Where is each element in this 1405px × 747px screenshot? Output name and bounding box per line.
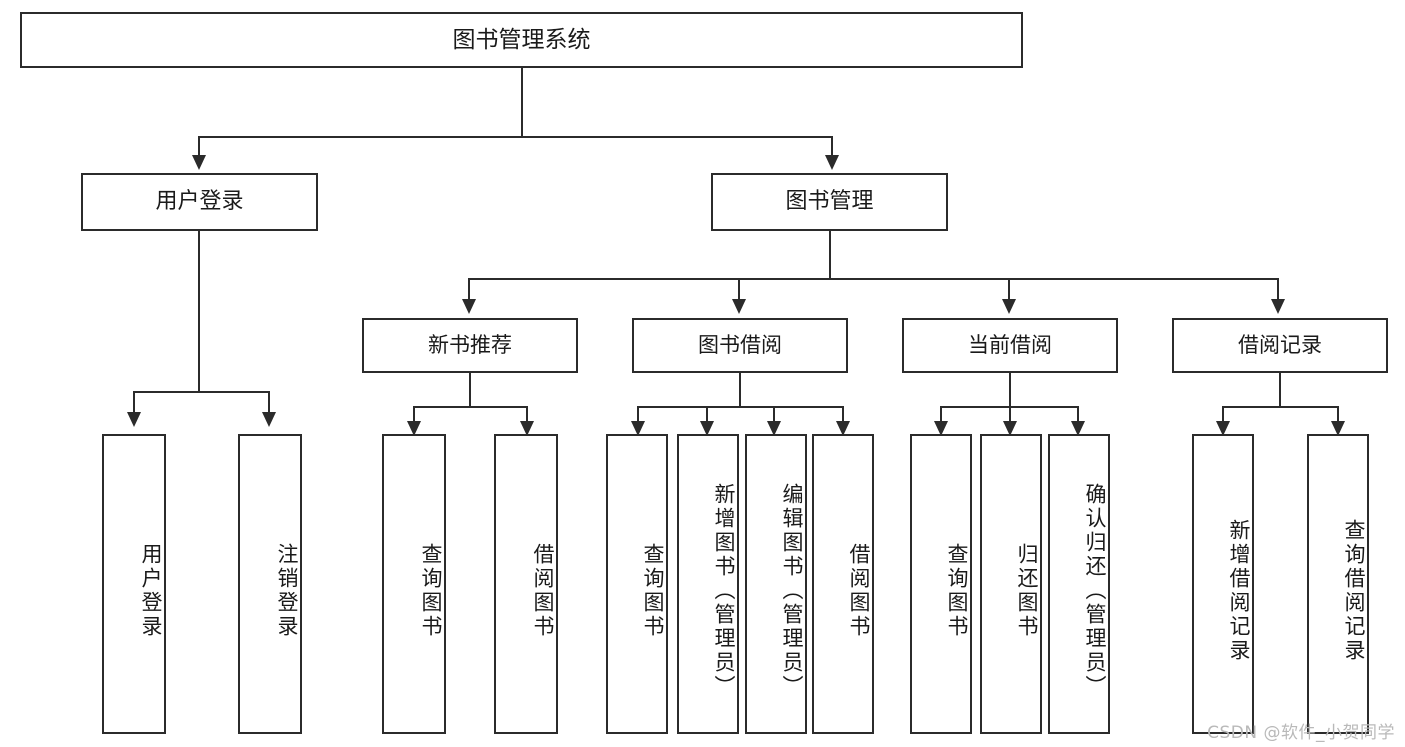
connector-book-management-stem (829, 231, 831, 278)
leaf-current-borrow-return-book[interactable]: 归还图书 (980, 434, 1042, 734)
connector-new-book-bar (413, 406, 528, 408)
arrow-root-to-user-login (192, 155, 206, 170)
leaf-label: 查询借阅记录 (1342, 519, 1366, 663)
arrow-bm-to-current-borrow (1002, 299, 1016, 314)
node-book-borrow[interactable]: 图书借阅 (632, 318, 848, 373)
node-new-book-recommend[interactable]: 新书推荐 (362, 318, 578, 373)
connector-book-borrow-bar (637, 406, 844, 408)
arrow-current-borrow-child-3 (1071, 421, 1085, 436)
arrow-bm-to-book-borrow (732, 299, 746, 314)
connector-book-management-bar (468, 278, 1279, 280)
leaf-label: 注销登录 (275, 543, 299, 639)
node-borrow-record[interactable]: 借阅记录 (1172, 318, 1388, 373)
connector-new-book-stem (469, 373, 471, 406)
arrow-book-borrow-child-3 (767, 421, 781, 436)
node-label: 新书推荐 (428, 333, 512, 358)
node-label: 图书借阅 (698, 333, 782, 358)
node-label: 当前借阅 (968, 333, 1052, 358)
arrow-root-to-book-management (825, 155, 839, 170)
arrow-user-login-child-2 (262, 412, 276, 427)
node-label: 图书管理 (785, 189, 874, 215)
arrow-current-borrow-child-2 (1003, 421, 1017, 436)
arrow-bm-to-borrow-record (1271, 299, 1285, 314)
leaf-label: 确认归还（管理员） (1083, 483, 1107, 699)
node-root-book-management-system[interactable]: 图书管理系统 (20, 12, 1023, 68)
connector-new-book-child-1 (413, 406, 415, 422)
connector-current-borrow-child-2 (1009, 406, 1011, 422)
connector-current-borrow-stem (1009, 373, 1011, 406)
arrow-borrow-record-child-1 (1216, 421, 1230, 436)
node-label: 用户登录 (155, 189, 244, 215)
node-label: 借阅记录 (1238, 333, 1322, 358)
leaf-label: 查询图书 (945, 543, 969, 639)
arrow-new-book-child-2 (520, 421, 534, 436)
leaf-label: 查询图书 (641, 543, 665, 639)
leaf-user-login-login[interactable]: 用户登录 (102, 434, 166, 734)
connector-borrow-record-stem (1279, 373, 1281, 406)
connector-book-borrow-child-3 (773, 406, 775, 422)
leaf-borrow-record-query-record[interactable]: 查询借阅记录 (1307, 434, 1369, 734)
connector-book-borrow-child-4 (842, 406, 844, 422)
leaf-book-borrow-borrow-book[interactable]: 借阅图书 (812, 434, 874, 734)
node-user-login[interactable]: 用户登录 (81, 173, 318, 231)
connector-current-borrow-child-1 (940, 406, 942, 422)
connector-bm-to-new-book (468, 278, 470, 300)
leaf-label: 归还图书 (1015, 543, 1039, 639)
watermark-text: CSDN @软件_小贺同学 (1207, 723, 1395, 743)
connector-root-to-book-management (831, 136, 833, 156)
connector-borrow-record-child-2 (1337, 406, 1339, 422)
node-label: 图书管理系统 (452, 26, 591, 53)
leaf-label: 编辑图书（管理员） (780, 483, 804, 699)
arrow-book-borrow-child-2 (700, 421, 714, 436)
arrow-user-login-child-1 (127, 412, 141, 427)
leaf-book-borrow-edit-book-admin[interactable]: 编辑图书（管理员） (745, 434, 807, 734)
leaf-user-login-logout[interactable]: 注销登录 (238, 434, 302, 734)
connector-user-login-child-2 (268, 391, 270, 413)
leaf-book-borrow-query-book[interactable]: 查询图书 (606, 434, 668, 734)
leaf-new-book-query-book[interactable]: 查询图书 (382, 434, 446, 734)
arrow-new-book-child-1 (407, 421, 421, 436)
leaf-label: 查询图书 (419, 543, 443, 639)
leaf-current-borrow-confirm-return-admin[interactable]: 确认归还（管理员） (1048, 434, 1110, 734)
leaf-label: 借阅图书 (531, 543, 555, 639)
leaf-borrow-record-add-record[interactable]: 新增借阅记录 (1192, 434, 1254, 734)
arrow-borrow-record-child-2 (1331, 421, 1345, 436)
connector-bm-to-book-borrow (738, 278, 740, 300)
connector-borrow-record-child-1 (1222, 406, 1224, 422)
leaf-label: 借阅图书 (847, 543, 871, 639)
leaf-new-book-borrow-book[interactable]: 借阅图书 (494, 434, 558, 734)
connector-bm-to-borrow-record (1277, 278, 1279, 300)
node-book-management[interactable]: 图书管理 (711, 173, 948, 231)
arrow-bm-to-new-book (462, 299, 476, 314)
connector-root-stem (521, 68, 523, 136)
leaf-book-borrow-add-book-admin[interactable]: 新增图书（管理员） (677, 434, 739, 734)
connector-user-login-child-1 (133, 391, 135, 413)
leaf-label: 新增借阅记录 (1227, 519, 1251, 663)
connector-user-login-stem (198, 231, 200, 391)
connector-bm-to-current-borrow (1008, 278, 1010, 300)
node-current-borrow[interactable]: 当前借阅 (902, 318, 1118, 373)
connector-root-to-user-login (198, 136, 200, 156)
connector-user-login-bar (133, 391, 270, 393)
connector-current-borrow-child-3 (1077, 406, 1079, 422)
connector-borrow-record-bar (1222, 406, 1339, 408)
arrow-current-borrow-child-1 (934, 421, 948, 436)
connector-book-borrow-child-2 (706, 406, 708, 422)
leaf-label: 用户登录 (139, 543, 163, 639)
connector-new-book-child-2 (526, 406, 528, 422)
leaf-label: 新增图书（管理员） (712, 483, 736, 699)
leaf-current-borrow-query-book[interactable]: 查询图书 (910, 434, 972, 734)
connector-book-borrow-child-1 (637, 406, 639, 422)
connector-root-bar (198, 136, 833, 138)
arrow-book-borrow-child-1 (631, 421, 645, 436)
connector-book-borrow-stem (739, 373, 741, 406)
arrow-book-borrow-child-4 (836, 421, 850, 436)
